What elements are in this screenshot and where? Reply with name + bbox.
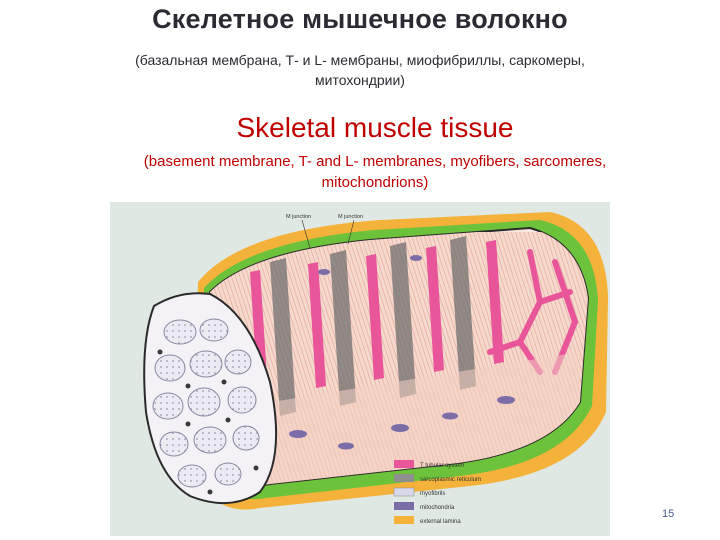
legend-label-external-lamina: external lamina <box>420 519 461 525</box>
slide-subtitle-english: (basement membrane, T- and L- membranes,… <box>143 153 607 191</box>
sarcomere-bands <box>270 236 476 416</box>
junction-pointer-1 <box>301 219 311 249</box>
junction-label-1: M junction <box>286 214 311 220</box>
legend-swatch-t-tubular <box>394 460 414 468</box>
legend-swatch-external-lamina <box>394 516 414 524</box>
legend-swatch-myofibrils <box>393 487 415 497</box>
muscle-fiber-diagram: M junction M junction T tubular system s… <box>110 202 610 536</box>
mitochondria-group <box>289 255 515 450</box>
figure-legend: T tubular system sarcoplasmic reticulum … <box>393 460 481 525</box>
slide-title-russian: Скелетное мышечное волокно <box>152 4 568 34</box>
myofibril-lower-zone <box>210 352 580 486</box>
legend-label-sarcoplasmic: sarcoplasmic reticulum <box>420 477 481 483</box>
slide-subtitle-russian: (базальная мембрана, Т- и L- мембраны, м… <box>135 52 585 88</box>
muscle-fiber-illustration: M junction M junction T tubular system s… <box>110 202 610 536</box>
page-number: 15 <box>662 508 675 520</box>
slide-title-english: Skeletal muscle tissue <box>236 112 514 143</box>
junction-label-2: M junction <box>338 214 363 220</box>
junction-pointer-2 <box>347 219 355 245</box>
legend-label-t-tubular: T tubular system <box>420 463 464 469</box>
legend-swatch-mitochondria <box>394 502 414 510</box>
cross-section-myofibrils <box>152 318 260 488</box>
cross-section-mitochondria <box>157 349 259 495</box>
legend-label-mitochondria: mitochondria <box>420 505 455 511</box>
legend-swatch-sarcoplasmic <box>394 474 414 482</box>
legend-label-myofibrils: myofibrils <box>420 491 445 497</box>
